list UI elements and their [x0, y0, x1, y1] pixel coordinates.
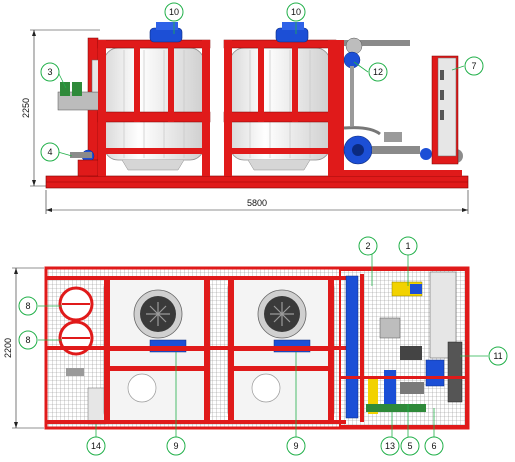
callout-2: 2 [358, 236, 378, 256]
callout-12-label: 12 [373, 67, 383, 77]
callout-3: 3 [40, 62, 60, 82]
callout-14-label: 14 [91, 441, 101, 451]
callout-4: 4 [40, 142, 60, 162]
callout-10a-label: 10 [169, 7, 179, 17]
callout-10b-label: 10 [291, 7, 301, 17]
length-dimension: 5800 [45, 190, 469, 214]
width-dimension: 2200 [3, 267, 44, 429]
tank-2-side [223, 22, 337, 176]
callout-1: 1 [398, 236, 418, 256]
callout-7: 7 [464, 56, 484, 76]
callout-1-label: 1 [405, 241, 410, 251]
callout-8b: 8 [18, 330, 38, 350]
callout-8a-label: 8 [25, 301, 30, 311]
plan-view: 2200 [3, 266, 470, 430]
callout-11-label: 11 [493, 351, 502, 361]
tank-1-side [97, 22, 211, 176]
callout-13-label: 13 [385, 441, 395, 451]
callout-9a: 9 [166, 436, 186, 456]
callout-14: 14 [86, 436, 106, 456]
equipment-skid-top [339, 269, 467, 427]
callout-9b: 9 [286, 436, 306, 456]
callout-9b-label: 9 [293, 441, 298, 451]
callout-8a: 8 [18, 296, 38, 316]
width-dim-label: 2200 [3, 338, 13, 358]
side-view: 2250 5800 [21, 22, 469, 214]
callout-5: 5 [400, 436, 420, 456]
callout-8b-label: 8 [25, 335, 30, 345]
length-dim-label: 5800 [247, 198, 267, 208]
callout-5-label: 5 [407, 441, 412, 451]
callout-12: 12 [368, 62, 388, 82]
callout-3-label: 3 [47, 67, 52, 77]
callout-2-label: 2 [365, 241, 370, 251]
control-cabinet-side [431, 55, 459, 165]
callout-4-label: 4 [47, 147, 52, 157]
callout-7-label: 7 [471, 61, 476, 71]
callout-6: 6 [424, 436, 444, 456]
callout-10a: 10 [164, 2, 184, 22]
callout-11: 11 [488, 346, 508, 366]
callout-10b: 10 [286, 2, 306, 22]
height-dim-label: 2250 [21, 98, 31, 118]
callout-9a-label: 9 [173, 441, 178, 451]
callout-13: 13 [380, 436, 400, 456]
callout-6-label: 6 [431, 441, 436, 451]
